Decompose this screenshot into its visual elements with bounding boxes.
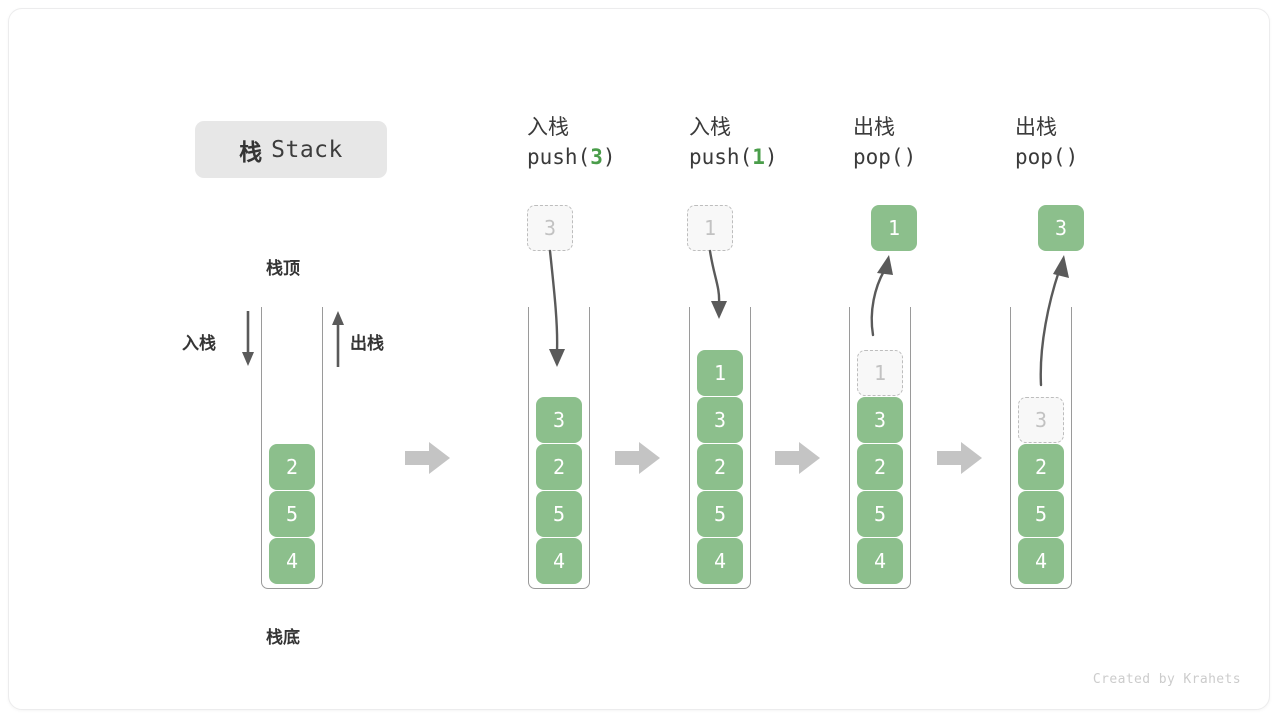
header-operation-label: 入栈 xyxy=(527,116,569,139)
header-operation-label: 入栈 xyxy=(689,116,731,139)
stack-cells-initial: 2 5 4 xyxy=(262,444,322,584)
stack-cell: 5 xyxy=(536,491,582,537)
stack-cells-pop-1: 1 3 2 5 4 xyxy=(850,350,910,584)
popped-cell: 3 xyxy=(1038,205,1084,251)
popped-cell: 1 xyxy=(871,205,917,251)
column-header-push-1: 入栈 push(1) xyxy=(689,115,778,173)
header-call-signature: pop() xyxy=(1015,141,1078,173)
header-operation-label: 出栈 xyxy=(853,116,895,139)
stack-cell-outgoing-ghost: 3 xyxy=(1018,397,1064,443)
stack-cell: 5 xyxy=(697,491,743,537)
stack-cells-push-1: 1 3 2 5 4 xyxy=(690,350,750,584)
column-header-pop-1: 出栈 pop() xyxy=(853,115,916,173)
stack-cell: 2 xyxy=(697,444,743,490)
stack-cells-pop-3: 3 2 5 4 xyxy=(1011,397,1071,584)
stack-container-pop-1: 1 3 2 5 4 xyxy=(849,307,911,589)
credit-text: Created by Krahets xyxy=(1092,672,1241,687)
call-prefix: push( xyxy=(689,145,753,169)
stack-cell: 2 xyxy=(269,444,315,490)
call-suffix: ) xyxy=(1065,145,1079,169)
step-arrow-icon xyxy=(405,442,450,474)
stack-cell: 5 xyxy=(269,491,315,537)
column-header-push-3: 入栈 push(3) xyxy=(527,115,616,173)
stack-cell: 4 xyxy=(269,538,315,584)
push-direction-arrow-icon xyxy=(242,311,254,366)
call-argument: 3 xyxy=(590,145,603,169)
stack-cell: 3 xyxy=(857,397,903,443)
stack-cell: 2 xyxy=(1018,444,1064,490)
stack-cell: 5 xyxy=(857,491,903,537)
header-call-signature: push(1) xyxy=(689,141,778,173)
stack-container-push-1: 1 3 2 5 4 xyxy=(689,307,751,589)
stack-cell: 2 xyxy=(536,444,582,490)
stack-cell: 1 xyxy=(697,350,743,396)
column-header-pop-3: 出栈 pop() xyxy=(1015,115,1078,173)
header-call-signature: pop() xyxy=(853,141,916,173)
label-stack-bottom: 栈底 xyxy=(266,628,300,647)
call-suffix: ) xyxy=(602,145,616,169)
call-argument: 1 xyxy=(752,145,765,169)
stack-container-initial: 2 5 4 xyxy=(261,307,323,589)
cell-value: 3 xyxy=(543,216,557,240)
call-prefix: pop( xyxy=(853,145,904,169)
stack-cell: 3 xyxy=(536,397,582,443)
title-badge: 栈 Stack xyxy=(195,121,387,178)
cell-value: 1 xyxy=(703,216,717,240)
header-operation-label: 出栈 xyxy=(1015,116,1057,139)
call-suffix: ) xyxy=(764,145,778,169)
incoming-ghost-cell: 1 xyxy=(687,205,733,251)
stack-cell: 4 xyxy=(697,538,743,584)
title-cn: 栈 xyxy=(239,138,263,165)
header-call-signature: push(3) xyxy=(527,141,616,173)
stack-cells-push-3: 3 2 5 4 xyxy=(529,397,589,584)
stack-cell: 3 xyxy=(697,397,743,443)
stack-cell: 4 xyxy=(857,538,903,584)
stack-container-pop-3: 3 2 5 4 xyxy=(1010,307,1072,589)
step-arrow-icon xyxy=(615,442,660,474)
label-stack-top: 栈顶 xyxy=(266,259,300,278)
stack-cell: 4 xyxy=(1018,538,1064,584)
pop-direction-arrow-icon xyxy=(332,311,344,367)
stack-cell: 5 xyxy=(1018,491,1064,537)
call-prefix: pop( xyxy=(1015,145,1066,169)
step-arrow-icon xyxy=(937,442,982,474)
title-en: Stack xyxy=(271,136,343,163)
cell-value: 1 xyxy=(887,216,901,240)
stack-cell: 2 xyxy=(857,444,903,490)
stack-container-push-3: 3 2 5 4 xyxy=(528,307,590,589)
label-push-direction: 入栈 xyxy=(182,334,216,353)
label-pop-direction: 出栈 xyxy=(350,334,384,353)
stack-cell: 4 xyxy=(536,538,582,584)
call-suffix: ) xyxy=(903,145,917,169)
cell-value: 3 xyxy=(1054,216,1068,240)
call-prefix: push( xyxy=(527,145,591,169)
step-arrow-icon xyxy=(775,442,820,474)
incoming-ghost-cell: 3 xyxy=(527,205,573,251)
stack-cell-outgoing-ghost: 1 xyxy=(857,350,903,396)
